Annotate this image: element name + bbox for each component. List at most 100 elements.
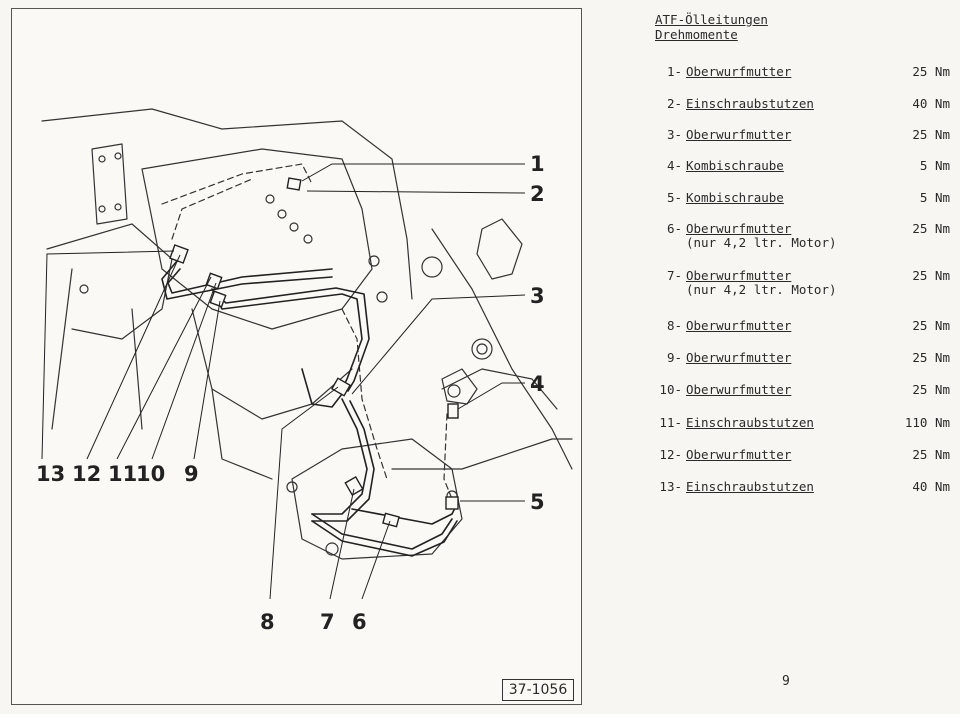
figure-frame: 1 2 3 4 5 6 7 8 9 10 11 12 13 37-1056 — [11, 8, 582, 705]
callout-9: 9 — [184, 462, 199, 486]
title-line-2: Drehmomente — [655, 27, 738, 42]
atf-line — [216, 287, 370, 392]
legend-torque: 25 Nm — [912, 350, 950, 365]
legend-row: 4- Kombischraube 5 Nm — [640, 158, 952, 188]
atf-line — [211, 288, 363, 390]
callout-6: 6 — [352, 610, 367, 634]
legend-number: 10- — [659, 382, 682, 397]
callout-1: 1 — [530, 152, 545, 176]
atf-line — [167, 268, 333, 294]
legend-row: 5- Kombischraube 5 Nm — [640, 190, 952, 220]
crossmember — [391, 438, 573, 470]
chassis-outline — [51, 268, 143, 430]
callout-12: 12 — [72, 462, 101, 486]
callout-5: 5 — [530, 490, 545, 514]
legend-part-name: Oberwurfmutter — [686, 318, 792, 333]
legend-row: 2- Einschraubstutzen 40 Nm — [640, 96, 952, 126]
hidden-line — [443, 413, 453, 500]
legend-row: 7- Oberwurfmutter (nur 4,2 ltr. Motor) 2… — [640, 268, 952, 298]
page-title: ATF-Ölleitungen Drehmomente — [655, 12, 768, 42]
engine-block — [211, 388, 273, 480]
legend-row: 8- Oberwurfmutter 25 Nm — [640, 318, 952, 348]
legend-part-name: Oberwurfmutter — [686, 64, 792, 79]
legend-row: 10- Oberwurfmutter 25 Nm — [640, 382, 952, 412]
legend-torque: 25 Nm — [912, 382, 950, 397]
callout-4: 4 — [530, 372, 545, 396]
title-line-1: ATF-Ölleitungen — [655, 12, 768, 27]
legend-row: 9- Oberwurfmutter 25 Nm — [640, 350, 952, 380]
legend-number: 1- — [666, 64, 682, 79]
atf-line — [161, 260, 333, 300]
frame-rail — [431, 228, 573, 470]
engine-block — [191, 308, 353, 420]
legend-part-name: Oberwurfmutter — [686, 350, 792, 365]
legend-torque: 40 Nm — [912, 479, 950, 494]
atf-line — [351, 503, 458, 525]
legend-number: 5- — [666, 190, 682, 205]
hidden-line — [161, 163, 313, 205]
legend-number: 8- — [666, 318, 682, 333]
legend-torque: 25 Nm — [912, 268, 950, 283]
page-number: 9 — [782, 674, 790, 689]
legend-part-name: Oberwurfmutter — [686, 127, 792, 142]
callout-7: 7 — [320, 610, 335, 634]
atf-line — [311, 400, 375, 522]
chassis-outline — [41, 108, 413, 300]
legend-number: 3- — [666, 127, 682, 142]
legend-part-name: Oberwurfmutter — [686, 447, 792, 462]
legend-part-name: Oberwurfmutter — [686, 268, 792, 283]
atf-line-diagram: 1 2 3 4 5 6 7 8 9 10 11 12 13 — [36, 108, 573, 634]
legend-torque: 25 Nm — [912, 318, 950, 333]
legend-part-name: Kombischraube — [686, 190, 784, 205]
legend-torque: 110 Nm — [904, 415, 950, 430]
legend-number: 7- — [666, 268, 682, 283]
legend-number: 4- — [666, 158, 682, 173]
legend-note: (nur 4,2 ltr. Motor) — [686, 235, 837, 250]
legend-torque: 5 Nm — [919, 190, 950, 205]
legend-row: 6- Oberwurfmutter (nur 4,2 ltr. Motor) 2… — [640, 221, 952, 251]
legend-number: 2- — [666, 96, 682, 111]
frame-rail — [441, 368, 558, 410]
legend-torque: 40 Nm — [912, 96, 950, 111]
legend-part-name: Oberwurfmutter — [686, 382, 792, 397]
bracket — [476, 218, 523, 280]
legend-part-name: Kombischraube — [686, 158, 784, 173]
legend-part-name: Oberwurfmutter — [686, 221, 792, 236]
hidden-line — [341, 308, 388, 480]
legend-torque: 25 Nm — [912, 447, 950, 462]
transmission-housing — [291, 438, 463, 560]
legend-row: 11- Einschraubstutzen 110 Nm — [640, 415, 952, 445]
legend-row: 1- Oberwurfmutter 25 Nm — [640, 64, 952, 94]
figure-id: 37-1056 — [502, 679, 574, 701]
callout-8: 8 — [260, 610, 275, 634]
legend-note: (nur 4,2 ltr. Motor) — [686, 282, 837, 297]
legend-number: 12- — [659, 447, 682, 462]
legend-row: 12- Oberwurfmutter 25 Nm — [640, 447, 952, 477]
legend-number: 13- — [659, 479, 682, 494]
atf-line — [311, 520, 458, 557]
bracket — [441, 368, 478, 405]
legend-number: 6- — [666, 221, 682, 236]
legend-torque: 5 Nm — [919, 158, 950, 173]
callout-2: 2 — [530, 182, 545, 206]
legend-part-name: Einschraubstutzen — [686, 479, 814, 494]
hidden-line — [171, 178, 253, 240]
legend-part-name: Einschraubstutzen — [686, 96, 814, 111]
legend-number: 9- — [666, 350, 682, 365]
legend-row: 3- Oberwurfmutter 25 Nm — [640, 127, 952, 157]
legend-torque: 25 Nm — [912, 221, 950, 236]
callout-11: 11 — [108, 462, 137, 486]
atf-line — [311, 513, 453, 550]
engine-block — [141, 148, 373, 330]
callout-3: 3 — [530, 284, 545, 308]
legend-number: 11- — [659, 415, 682, 430]
callout-13: 13 — [36, 462, 65, 486]
legend-torque: 25 Nm — [912, 127, 950, 142]
legend-part-name: Einschraubstutzen — [686, 415, 814, 430]
legend-torque: 25 Nm — [912, 64, 950, 79]
atf-line — [301, 368, 343, 408]
flange — [91, 143, 128, 225]
atf-line — [311, 398, 368, 515]
legend-row: 13- Einschraubstutzen 40 Nm — [640, 479, 952, 509]
callout-10: 10 — [136, 462, 165, 486]
